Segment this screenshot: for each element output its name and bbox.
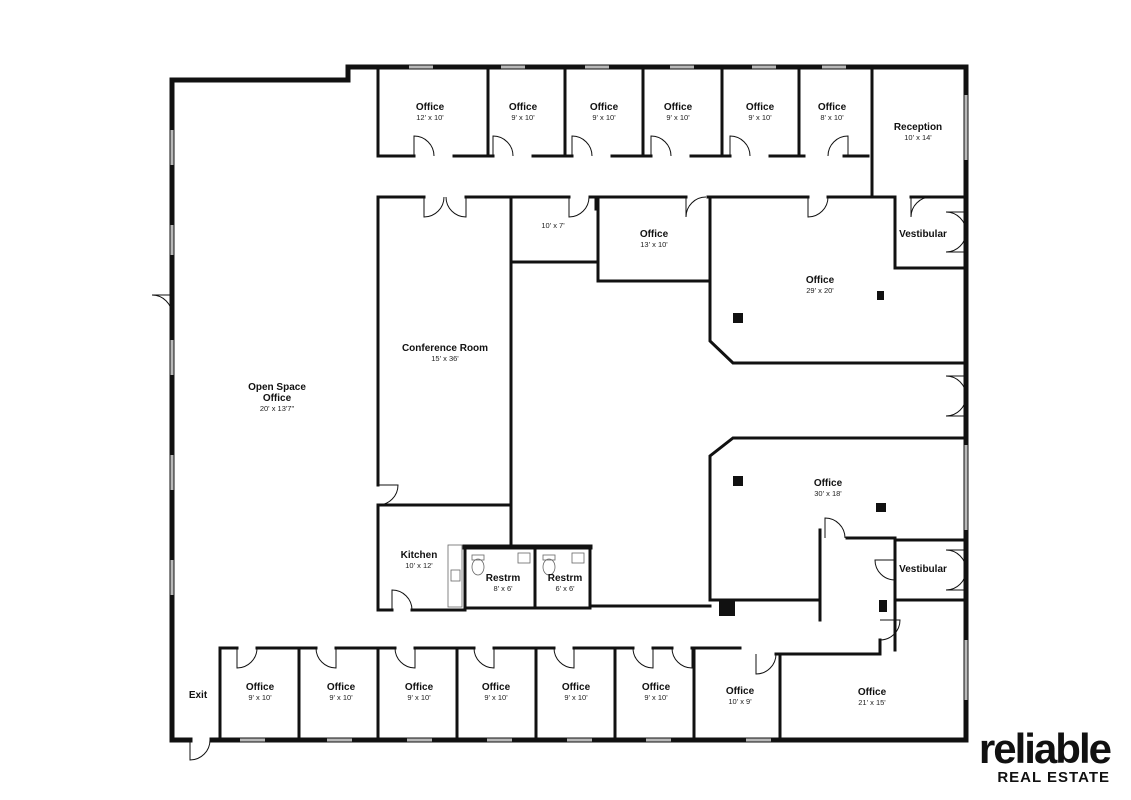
logo-wordmark: reliable <box>979 725 1111 772</box>
svg-text:9' x 10': 9' x 10' <box>748 113 772 122</box>
bottom-office-doors[interactable] <box>189 647 777 761</box>
svg-text:Vestibular: Vestibular <box>899 229 947 240</box>
svg-text:Office: Office <box>416 102 445 113</box>
room-reception: Reception 10' x 14' <box>894 122 942 142</box>
room-office-bottom-5: Office 9' x 10' <box>562 682 591 702</box>
room-office-top-4: Office 9' x 10' <box>664 102 693 122</box>
room-office-13x10: Office 13' x 10' <box>640 229 669 249</box>
svg-text:9' x 10': 9' x 10' <box>564 693 588 702</box>
room-exit: Exit <box>189 690 208 701</box>
svg-text:9' x 10': 9' x 10' <box>484 693 508 702</box>
room-restroom-2: Restrm 6' x 6' <box>548 573 583 593</box>
svg-text:Office: Office <box>726 686 755 697</box>
svg-text:Office: Office <box>814 478 843 489</box>
room-office-top-1: Office 12' x 10' <box>416 102 445 122</box>
svg-text:9' x 10': 9' x 10' <box>511 113 535 122</box>
room-office-30x18: Office 30' x 18' <box>814 478 843 498</box>
svg-text:20' x 13'7": 20' x 13'7" <box>260 404 295 413</box>
svg-text:30' x 18': 30' x 18' <box>814 489 842 498</box>
svg-text:15' x 36': 15' x 36' <box>431 354 459 363</box>
room-office-29x20: Office 29' x 20' <box>806 275 835 295</box>
room-office-top-6: Office 8' x 10' <box>818 102 847 122</box>
room-kitchen: Kitchen 10' x 12' <box>401 550 438 570</box>
room-conference: Conference Room 15' x 36' <box>402 343 488 363</box>
svg-text:Reception: Reception <box>894 122 942 133</box>
svg-text:12' x 10': 12' x 10' <box>416 113 444 122</box>
svg-text:Office: Office <box>664 102 693 113</box>
svg-text:9' x 10': 9' x 10' <box>666 113 690 122</box>
svg-text:10' x 7': 10' x 7' <box>541 221 565 230</box>
svg-text:Restrm: Restrm <box>548 573 583 584</box>
room-office-top-2: Office 9' x 10' <box>509 102 538 122</box>
room-restroom-1: Restrm 8' x 6' <box>486 573 521 593</box>
room-vestibular-bottom: Vestibular <box>899 564 947 575</box>
svg-text:21' x 15': 21' x 15' <box>858 698 886 707</box>
svg-text:9' x 10': 9' x 10' <box>248 693 272 702</box>
logo-tagline: REAL ESTATE <box>997 769 1110 786</box>
svg-text:8' x 10': 8' x 10' <box>820 113 844 122</box>
room-office-top-5: Office 9' x 10' <box>746 102 775 122</box>
room-office-bottom-2: Office 9' x 10' <box>327 682 356 702</box>
svg-text:29' x 20': 29' x 20' <box>806 286 834 295</box>
room-office-bottom-1: Office 9' x 10' <box>246 682 275 702</box>
room-storage: 10' x 7' <box>541 221 565 230</box>
svg-text:6' x 6': 6' x 6' <box>555 584 575 593</box>
room-office-bottom-3: Office 9' x 10' <box>405 682 434 702</box>
room-open-space: Open Space Office 20' x 13'7" <box>248 382 306 413</box>
room-vestibular-top: Vestibular <box>899 229 947 240</box>
svg-text:10' x 14': 10' x 14' <box>904 133 932 142</box>
brand-logo: reliable REAL ESTATE <box>979 725 1113 786</box>
svg-text:Office: Office <box>327 682 356 693</box>
svg-text:Office: Office <box>746 102 775 113</box>
svg-text:10' x 12': 10' x 12' <box>405 561 433 570</box>
svg-text:Office: Office <box>642 682 671 693</box>
svg-text:Restrm: Restrm <box>486 573 521 584</box>
svg-text:Office: Office <box>482 682 511 693</box>
svg-text:Exit: Exit <box>189 690 208 701</box>
svg-text:Office: Office <box>405 682 434 693</box>
svg-text:9' x 10': 9' x 10' <box>644 693 668 702</box>
svg-text:8' x 6': 8' x 6' <box>493 584 513 593</box>
column-markers <box>719 291 887 616</box>
svg-text:Office: Office <box>818 102 847 113</box>
svg-text:Office: Office <box>246 682 275 693</box>
svg-text:Office: Office <box>806 275 835 286</box>
svg-text:Vestibular: Vestibular <box>899 564 947 575</box>
svg-text:Office: Office <box>640 229 669 240</box>
windows <box>170 65 968 742</box>
svg-text:Office: Office <box>263 393 292 404</box>
svg-text:9' x 10': 9' x 10' <box>407 693 431 702</box>
top-office-doors[interactable] <box>413 135 849 157</box>
svg-text:Kitchen: Kitchen <box>401 550 438 561</box>
room-office-bottom-4: Office 9' x 10' <box>482 682 511 702</box>
fixtures <box>447 544 585 608</box>
exterior-walls <box>169 64 969 743</box>
svg-text:Office: Office <box>858 687 887 698</box>
room-office-bottom-8: Office 21' x 15' <box>858 687 887 707</box>
bottom-office-row-walls <box>218 638 882 742</box>
svg-text:Open Space: Open Space <box>248 382 306 393</box>
top-office-row-walls <box>376 65 874 199</box>
svg-text:Office: Office <box>562 682 591 693</box>
room-office-bottom-7: Office 10' x 9' <box>726 686 755 706</box>
svg-text:9' x 10': 9' x 10' <box>592 113 616 122</box>
svg-text:Office: Office <box>590 102 619 113</box>
svg-text:13' x 10': 13' x 10' <box>640 240 668 249</box>
room-office-top-3: Office 9' x 10' <box>590 102 619 122</box>
central-walls <box>376 195 968 652</box>
central-doors[interactable] <box>151 196 967 641</box>
svg-text:Office: Office <box>509 102 538 113</box>
room-office-bottom-6: Office 9' x 10' <box>642 682 671 702</box>
svg-text:10' x 9': 10' x 9' <box>728 697 752 706</box>
svg-text:Conference Room: Conference Room <box>402 343 488 354</box>
svg-text:9' x 10': 9' x 10' <box>329 693 353 702</box>
